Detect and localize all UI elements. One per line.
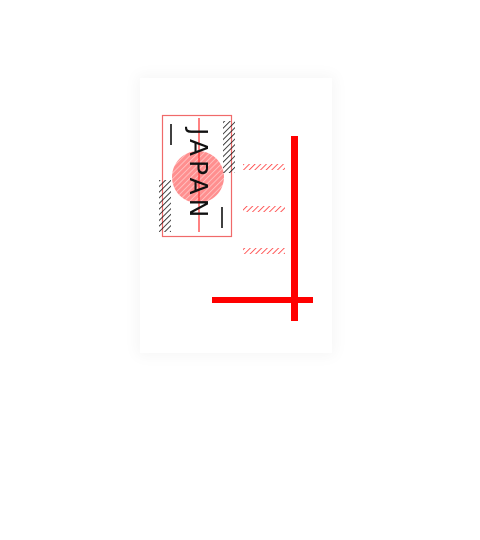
poster-title: JAPAN	[184, 126, 213, 221]
rising-sun-icon	[172, 151, 224, 203]
red-dash-3	[243, 248, 285, 254]
hatch-bar-top	[223, 121, 235, 173]
poster-card	[140, 78, 332, 353]
red-dash-2	[243, 206, 285, 212]
red-horizontal-bar	[212, 297, 313, 303]
red-vertical-bar	[291, 136, 298, 321]
title-frame	[161, 114, 233, 238]
hatch-bar-bottom	[159, 180, 171, 232]
red-dash-1	[243, 164, 285, 170]
